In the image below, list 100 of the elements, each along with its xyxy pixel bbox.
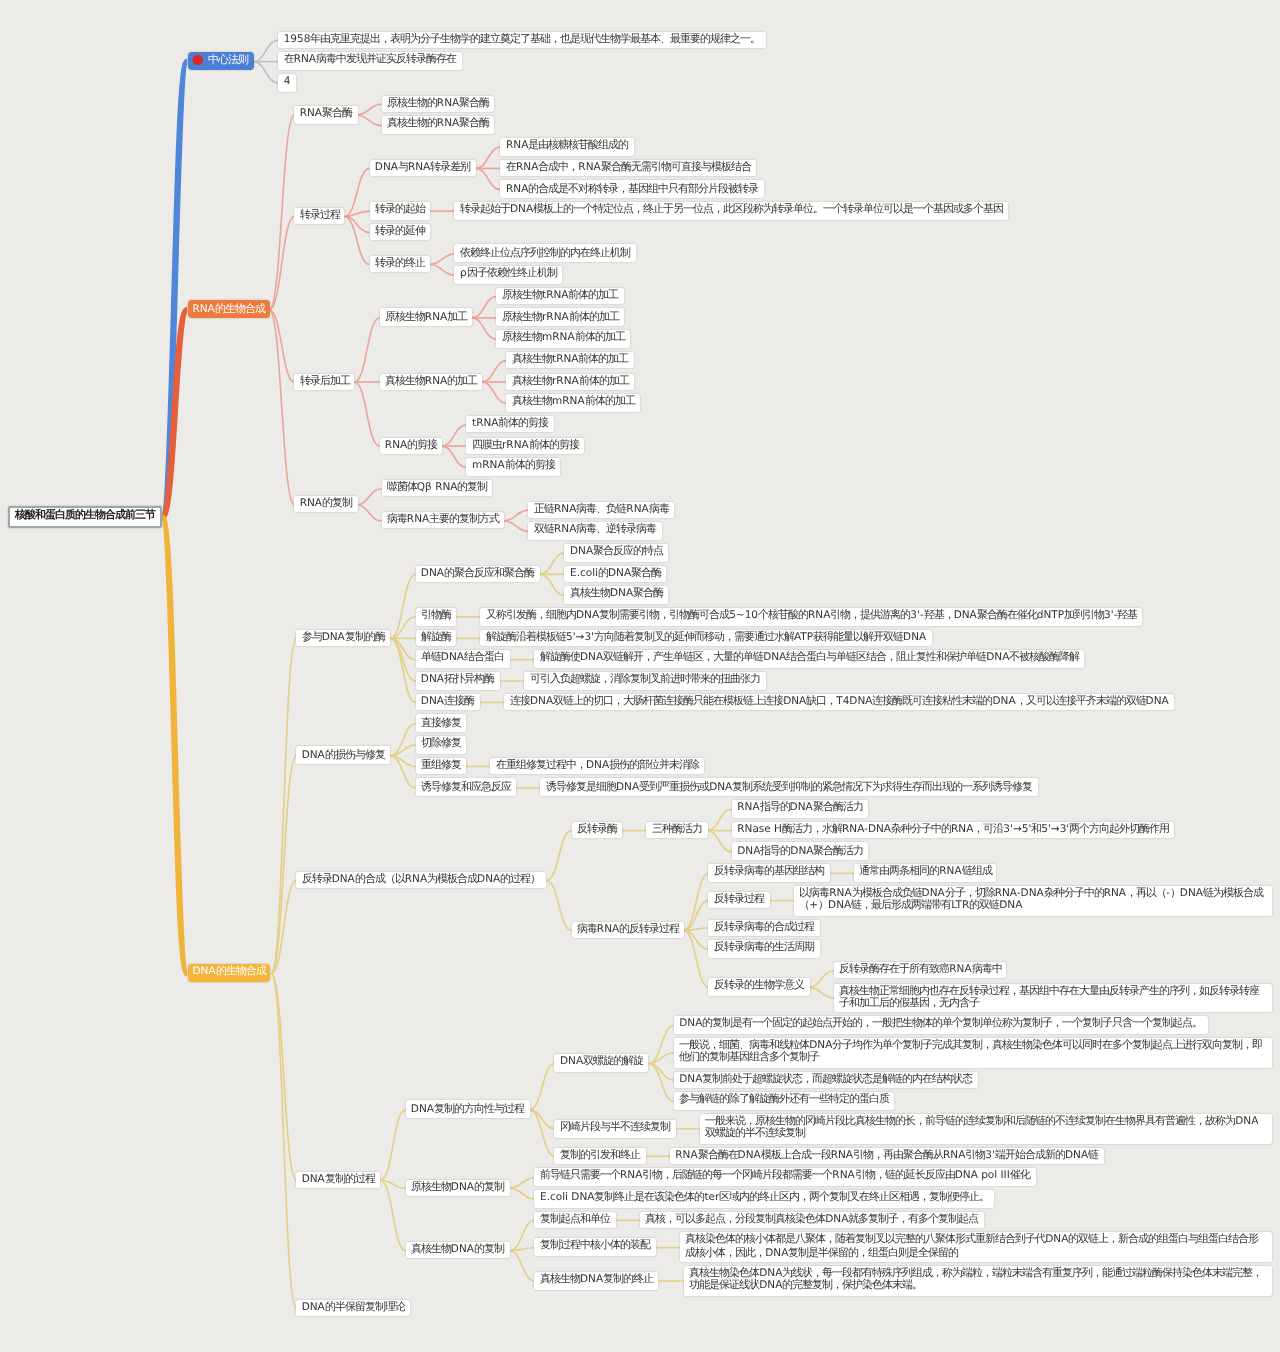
- topic-box: [646, 821, 708, 839]
- connector-line: [389, 616, 417, 640]
- connector-line: [648, 1062, 675, 1081]
- note-box: [524, 672, 766, 690]
- note-box: [528, 522, 662, 540]
- connector-line: [470, 295, 498, 319]
- connector-line: [502, 520, 530, 533]
- note-box: [674, 1071, 978, 1089]
- connector-line: [528, 1109, 556, 1130]
- note-box: [454, 266, 562, 284]
- topic-box: [708, 891, 770, 909]
- root-topic-box: [8, 506, 163, 528]
- connector-line: [454, 637, 482, 640]
- note-box: [504, 693, 1174, 711]
- connector-line: [768, 899, 795, 902]
- note-box: [534, 1189, 995, 1208]
- note-box: [415, 736, 467, 754]
- note-box: [540, 778, 1038, 796]
- note-box: [528, 501, 674, 519]
- connector-line: [508, 658, 536, 661]
- connector-line: [545, 879, 573, 932]
- connector-line: [614, 1219, 641, 1222]
- connector-line: [268, 309, 296, 383]
- note-box: [466, 437, 584, 455]
- topic-box: [369, 202, 431, 220]
- topic-box: [296, 746, 390, 764]
- connector-line: [682, 872, 710, 932]
- connector-line: [508, 1246, 536, 1252]
- branch-topic-box: [187, 300, 271, 319]
- connector-line: [252, 60, 280, 84]
- topic-box: [415, 778, 517, 796]
- connector-line: [644, 1155, 671, 1158]
- connector-line: [389, 755, 417, 768]
- connector-line: [353, 381, 381, 383]
- note-box: [564, 543, 669, 562]
- connector-line: [464, 765, 492, 768]
- connector-line: [353, 381, 381, 447]
- note-box: [500, 138, 634, 156]
- connector-line: [514, 787, 542, 789]
- connector-line: [268, 215, 296, 311]
- note-box: [381, 479, 493, 497]
- connector-line: [158, 60, 191, 519]
- topic-box: [294, 495, 358, 513]
- note-box: [278, 73, 296, 92]
- note-box: [496, 308, 624, 327]
- note-box: [480, 629, 932, 647]
- topic-box: [415, 693, 480, 711]
- connector-line: [538, 573, 566, 597]
- branch-topic-box: [187, 52, 254, 71]
- topic-box: [415, 672, 500, 690]
- connector-line: [470, 317, 498, 341]
- note-box: [794, 885, 1272, 916]
- topic-box: [554, 1119, 676, 1138]
- connector-line: [648, 1052, 675, 1065]
- note-box: [278, 31, 766, 49]
- branch-topic-box: [187, 964, 271, 982]
- connector-line: [440, 445, 468, 447]
- note-box: [381, 95, 495, 113]
- topic-box: [405, 1100, 530, 1118]
- note-box: [278, 52, 462, 70]
- topic-box: [294, 373, 355, 391]
- connector-line: [508, 1249, 536, 1282]
- connector-line: [508, 1176, 536, 1190]
- topic-box: [379, 373, 483, 391]
- connector-line: [270, 879, 298, 975]
- note-box: [506, 373, 634, 391]
- connector-line: [682, 927, 710, 932]
- note-box: [670, 1147, 1104, 1165]
- connector-line: [808, 986, 835, 999]
- topic-box: [571, 921, 685, 939]
- note-box: [732, 842, 869, 861]
- note-box: [708, 919, 820, 937]
- connector-line: [389, 637, 417, 704]
- connector-line: [508, 1219, 536, 1252]
- note-box: [732, 821, 1175, 839]
- connector-line: [674, 1128, 701, 1130]
- connector-line: [389, 744, 417, 757]
- note-box: [534, 1168, 1036, 1186]
- topic-box: [534, 1211, 616, 1229]
- connector-line: [706, 829, 733, 853]
- topic-box: [379, 437, 443, 455]
- topic-box: [379, 308, 473, 327]
- note-box: [640, 1211, 984, 1229]
- topic-box: [708, 978, 810, 996]
- connector-line: [379, 1109, 407, 1182]
- connector-line: [353, 317, 381, 383]
- connector-line: [389, 755, 417, 789]
- note-box: [496, 330, 630, 348]
- connector-line: [440, 423, 468, 447]
- connector-line: [454, 616, 482, 618]
- connector-line: [502, 509, 530, 522]
- connector-line: [268, 309, 296, 506]
- note-box: [684, 1266, 1272, 1296]
- connector-line: [355, 103, 383, 116]
- connector-line: [474, 167, 502, 191]
- topic-box: [294, 207, 345, 225]
- topic-box: [369, 255, 431, 273]
- connector-line: [440, 445, 468, 469]
- connector-line: [528, 1062, 556, 1111]
- note-box: [834, 983, 1272, 1013]
